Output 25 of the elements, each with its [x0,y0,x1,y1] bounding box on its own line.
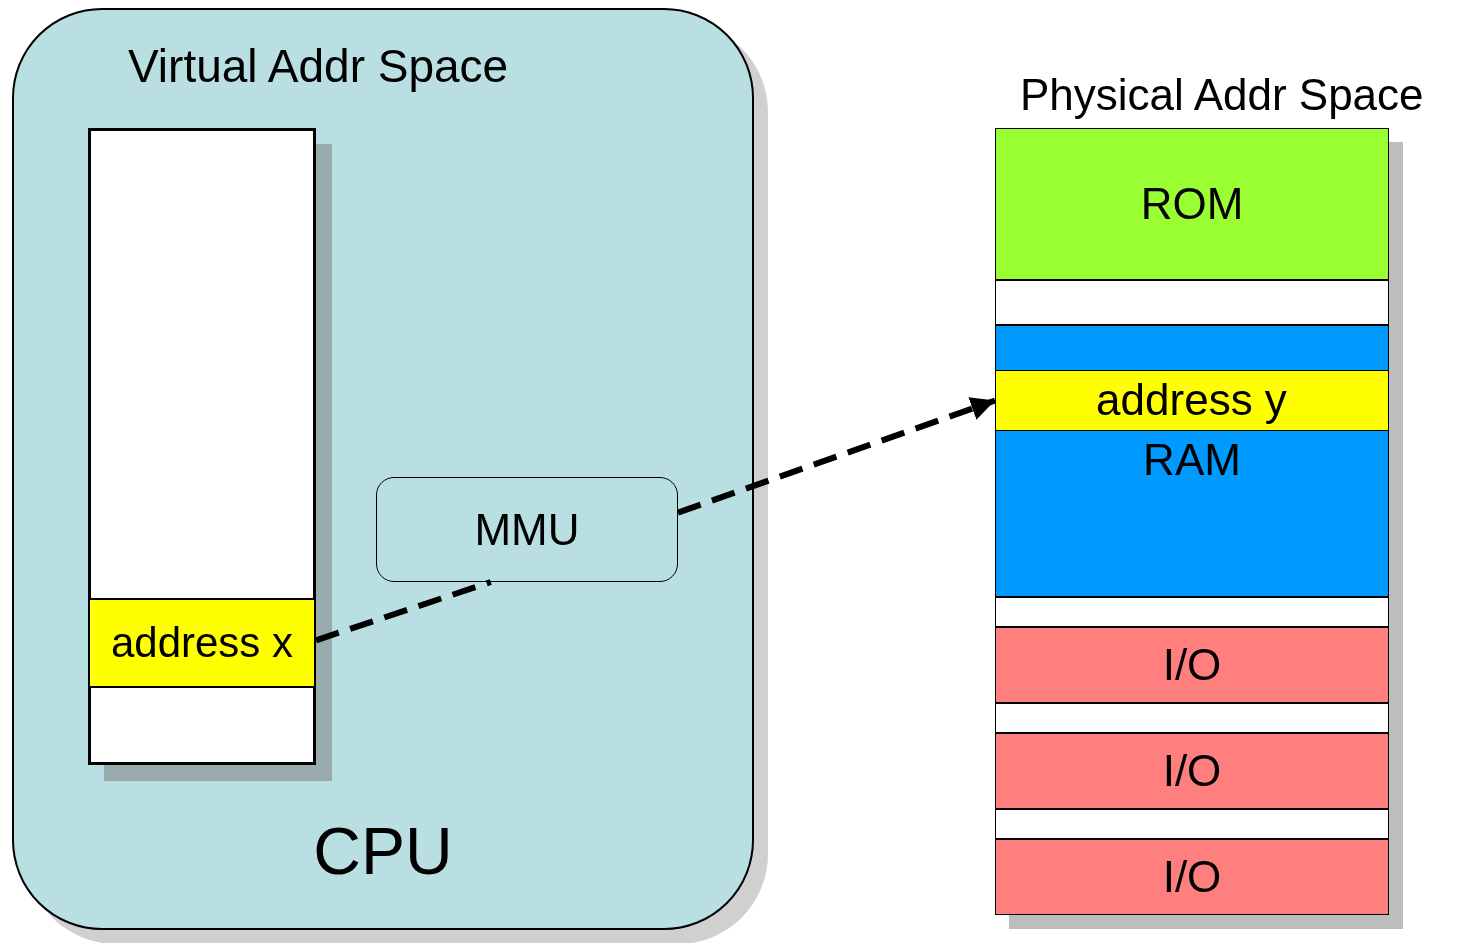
dashed-arrow [677,397,996,516]
mmu-box [376,477,678,582]
column-heading: Physical Addr Space [1020,71,1424,120]
empty-region [995,280,1389,325]
empty-region [995,597,1389,627]
region-label: RAM [1143,436,1241,485]
memory-region [995,839,1389,915]
dashed-line [315,579,492,644]
block-title: CPU [313,815,453,888]
memory-region [995,128,1389,280]
empty-region [995,703,1389,733]
region-label: ROM [1140,179,1244,229]
memory-region [994,369,1389,431]
region-label: MMU [474,505,580,554]
memory-region [995,325,1389,597]
empty-region [995,809,1389,839]
memory-region [88,598,316,688]
region-label: I/O [1162,640,1222,690]
region-label: I/O [1162,852,1222,902]
memory-region [995,733,1389,809]
region-label: address y [1096,375,1287,425]
column-heading: Virtual Addr Space [128,41,509,92]
region-label: address x [110,619,294,667]
memory-region [995,627,1389,703]
region-label: I/O [1162,746,1222,796]
